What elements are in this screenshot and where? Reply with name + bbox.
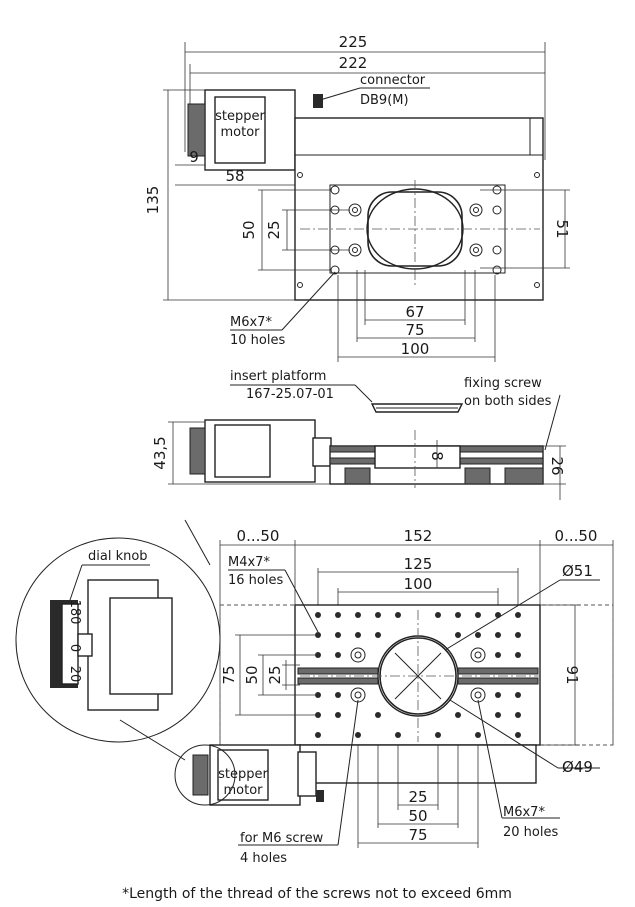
holes-count-top: 10 holes	[230, 333, 285, 348]
dim-75-bottom: 75	[408, 826, 427, 844]
screw-label: for M6 screw	[240, 831, 324, 846]
dim-8: 8	[428, 451, 446, 461]
dim-50-left: 50	[243, 665, 261, 684]
connector-type: DB9(M)	[360, 93, 409, 108]
connector-label: connector	[360, 73, 426, 88]
dim-25-top: 25	[265, 220, 283, 239]
fixing-label-2: on both sides	[464, 394, 552, 409]
dim-51-top: 51	[553, 219, 571, 238]
dim-25-left: 25	[266, 665, 284, 684]
m6-count: 20 holes	[503, 825, 558, 840]
dim-125: 125	[404, 555, 433, 573]
dim-75-left: 75	[220, 665, 238, 684]
screw-count: 4 holes	[240, 851, 287, 866]
dim-25-bottom: 25	[408, 788, 427, 806]
insert-label: insert platform	[230, 369, 326, 384]
dim-222: 222	[339, 54, 368, 72]
dim-91: 91	[563, 665, 581, 684]
knob-callout-circle	[174, 744, 236, 806]
dim-9: 9	[189, 148, 199, 166]
motor-label-1: stepper	[215, 109, 265, 124]
dim-225: 225	[339, 33, 368, 51]
insert-code: 167-25.07-01	[246, 387, 334, 402]
dim-travel-left: 0...50	[237, 527, 280, 545]
motor-label-bottom-1: stepper	[218, 767, 268, 782]
dim-100-bottom: 100	[404, 575, 433, 593]
fixing-label-1: fixing screw	[464, 376, 542, 391]
dim-100-top: 100	[401, 340, 430, 358]
dim-75-top: 75	[405, 321, 424, 339]
motor-label-2: motor	[220, 125, 260, 140]
footnote: *Length of the thread of the screws not …	[122, 886, 512, 902]
dial-knob-detail	[15, 537, 221, 743]
dim-67: 67	[405, 303, 424, 321]
stage-body-top	[294, 117, 544, 301]
dim-50-top: 50	[240, 220, 258, 239]
motor-knob-top	[187, 103, 206, 157]
m4-count: 16 holes	[228, 573, 283, 588]
dim-43-5: 43,5	[151, 436, 169, 469]
dim-152: 152	[404, 527, 433, 545]
dim-50-bottom: 50	[408, 807, 427, 825]
dim-135: 135	[144, 186, 162, 215]
scale-0: 0	[67, 644, 82, 652]
motor-label-bottom-2: motor	[223, 783, 263, 798]
scale-180: 180	[67, 600, 82, 625]
dim-58: 58	[225, 167, 244, 185]
side-view: insert platform 167-25.07-01 fixing scre…	[151, 369, 566, 500]
bottom-view: 0...50 152 0...50 125 100	[15, 519, 614, 866]
dim-bore-51: Ø51	[562, 562, 593, 580]
m4-spec: M4x7*	[228, 555, 270, 570]
holes-spec-top: M6x7*	[230, 315, 272, 330]
dim-bore-49: Ø49	[562, 758, 593, 776]
dial-knob-label: dial knob	[88, 549, 148, 564]
dim-26: 26	[548, 456, 566, 475]
m6-spec: M6x7*	[503, 805, 545, 820]
dim-travel-right: 0...50	[555, 527, 598, 545]
scale-20: 20	[67, 666, 82, 683]
top-view: 225 222 135 stepper motor connector DB9(…	[144, 33, 571, 362]
